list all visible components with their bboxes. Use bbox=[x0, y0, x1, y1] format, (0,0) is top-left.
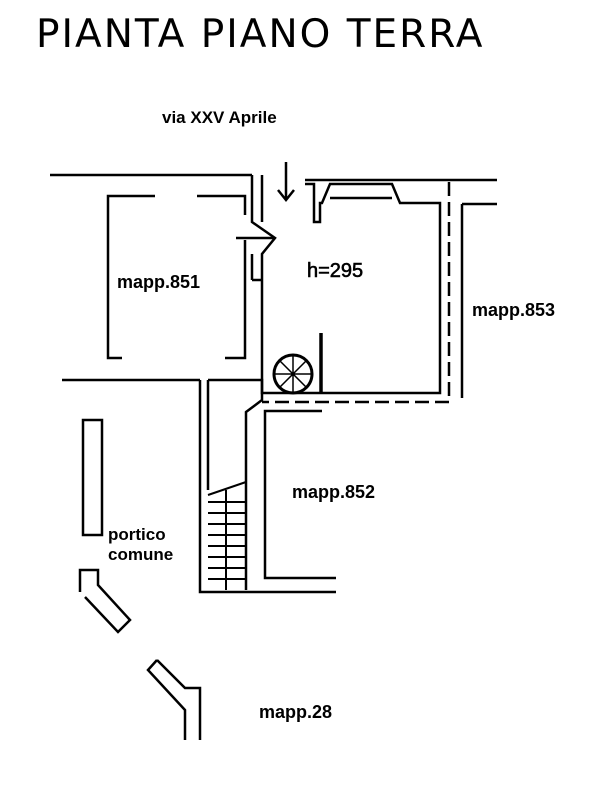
street-label: via XXV Aprile bbox=[162, 108, 277, 127]
mapp853-label: mapp.853 bbox=[472, 300, 556, 320]
mapp851-label: mapp.851 bbox=[117, 272, 201, 292]
street-line-right bbox=[305, 178, 497, 398]
mapp852-outline bbox=[263, 409, 336, 580]
mapp28-label: mapp.28 bbox=[259, 702, 333, 722]
angled-wall-2 bbox=[146, 659, 202, 740]
mapp851-outline bbox=[106, 194, 247, 360]
wall-column bbox=[250, 175, 277, 305]
plan-title: PIANTA PIANO TERRA bbox=[36, 12, 485, 57]
portico-label-1: portico bbox=[108, 525, 166, 544]
angled-wall-1 bbox=[78, 568, 132, 634]
portico-label-2: comune bbox=[108, 545, 174, 564]
pillar bbox=[81, 418, 104, 537]
main-room-outline bbox=[260, 182, 442, 395]
staircase bbox=[207, 481, 247, 590]
corridor-walls bbox=[198, 378, 336, 594]
mapp852-label: mapp.852 bbox=[292, 482, 376, 502]
dashed-boundary bbox=[262, 182, 451, 404]
height-label: h=295 bbox=[307, 260, 364, 283]
entrance-arrow-icon bbox=[277, 162, 295, 203]
